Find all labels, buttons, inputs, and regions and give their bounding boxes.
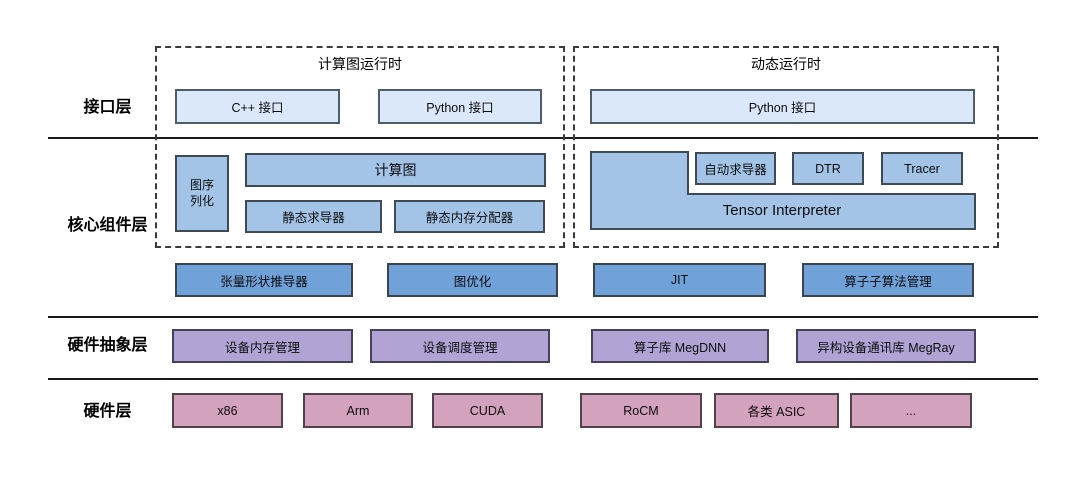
box-tracer: Tracer	[881, 152, 963, 185]
layer-label-hardware: 硬件层	[83, 403, 132, 420]
box-python-api-dynamic: Python 接口	[590, 89, 975, 124]
box-tensor-interpreter: Tensor Interpreter	[722, 202, 842, 219]
box-cuda: CUDA	[432, 393, 543, 428]
box-rocm: RoCM	[580, 393, 702, 428]
box-x86: x86	[172, 393, 283, 428]
box-jit: JIT	[593, 263, 766, 297]
box-device-mem: 设备内存管理	[172, 329, 353, 363]
box-graph-opt: 图优化	[387, 263, 558, 297]
box-dtr: DTR	[792, 152, 864, 185]
box-megray: 异构设备通讯库 MegRay	[796, 329, 976, 363]
box-arm: Arm	[303, 393, 413, 428]
box-megdnn: 算子库 MegDNN	[591, 329, 769, 363]
group-graph-runtime: 计算图运行时	[155, 46, 565, 248]
group-title-graph-runtime: 计算图运行时	[318, 56, 402, 72]
box-op-algo-mgmt: 算子子算法管理	[802, 263, 974, 297]
box-cpp-api: C++ 接口	[175, 89, 340, 124]
box-python-api-graph: Python 接口	[378, 89, 542, 124]
box-device-sched: 设备调度管理	[370, 329, 550, 363]
layer-label-interface: 接口层	[83, 99, 132, 116]
group-dynamic-runtime: 动态运行时	[573, 46, 999, 248]
group-title-dynamic-runtime: 动态运行时	[751, 56, 821, 72]
box-graph-serialization: 图序 列化	[175, 155, 229, 232]
box-shape-infer: 张量形状推导器	[175, 263, 353, 297]
separator-line-interface	[48, 137, 1038, 139]
tensor-interpreter-shape	[590, 151, 976, 230]
layer-label-core: 核心组件层	[67, 217, 148, 234]
box-ellipsis: ...	[850, 393, 972, 428]
layer-label-hal: 硬件抽象层	[67, 337, 148, 354]
box-autodiff: 自动求导器	[695, 152, 776, 185]
box-asic: 各类 ASIC	[714, 393, 839, 428]
box-static-mem-alloc: 静态内存分配器	[394, 200, 545, 233]
separator-line-core	[48, 316, 1038, 318]
separator-line-hal	[48, 378, 1038, 380]
box-computation-graph: 计算图	[245, 153, 546, 187]
box-static-autodiff: 静态求导器	[245, 200, 382, 233]
